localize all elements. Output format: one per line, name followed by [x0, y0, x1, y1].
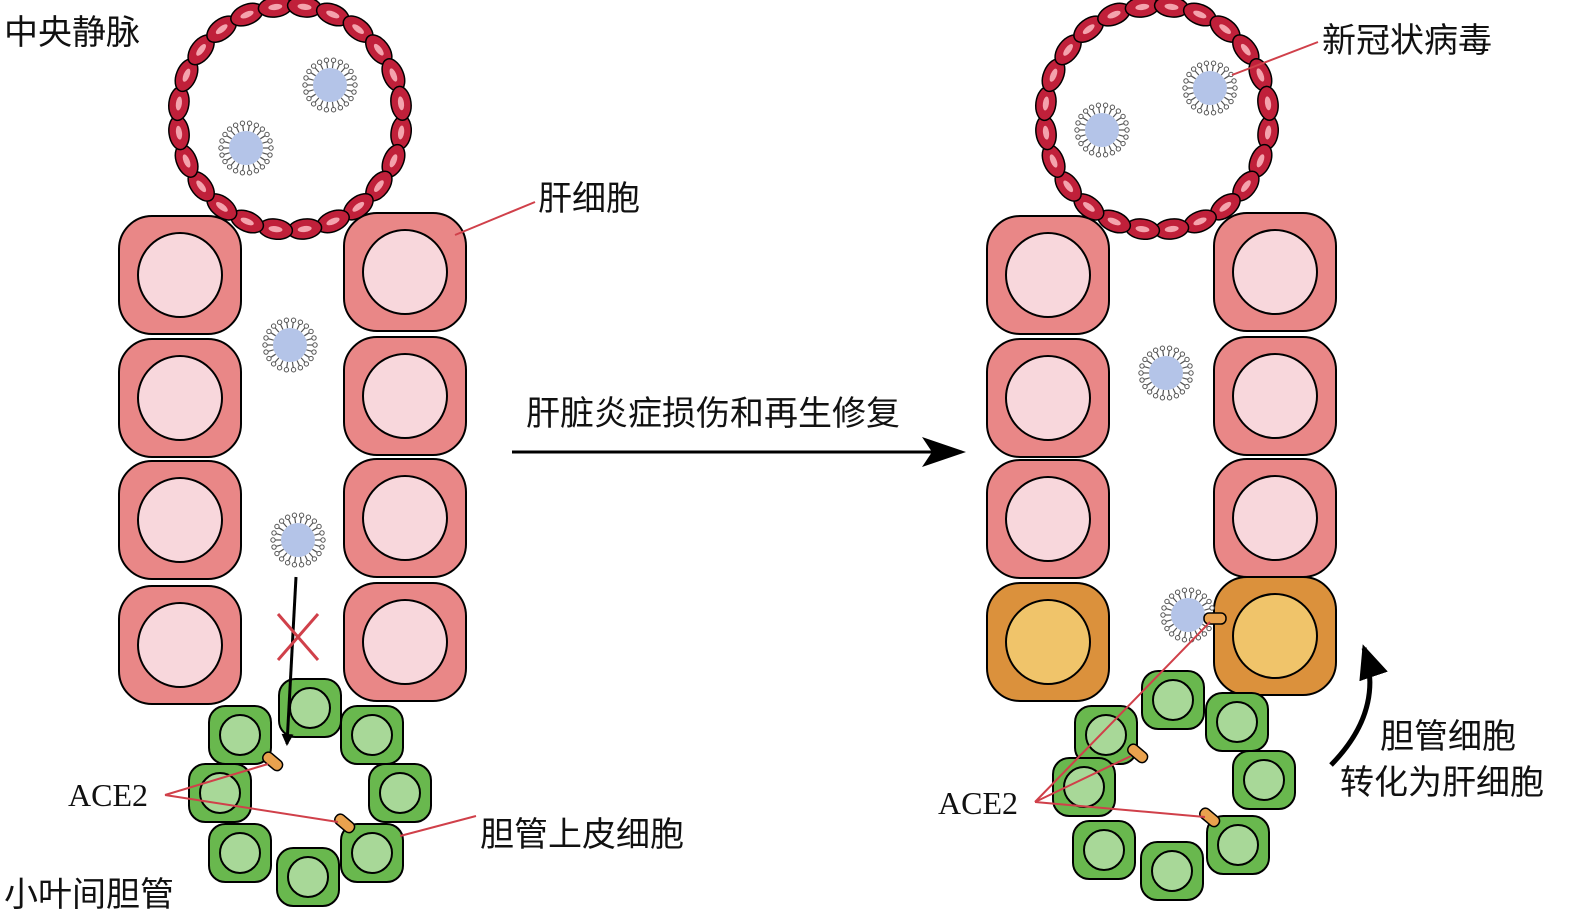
hepatocyte	[343, 336, 467, 456]
process-label: 肝脏炎症损伤和再生修复	[526, 394, 900, 434]
transformed-hepatocyte	[1213, 576, 1337, 696]
cholangiocyte	[340, 705, 404, 765]
red-blood-cell	[187, 34, 215, 66]
bile-duct-label: 小叶间胆管	[4, 875, 174, 915]
red-blood-cell	[381, 143, 406, 178]
cholangiocyte	[1205, 692, 1269, 752]
virus-icon	[302, 57, 358, 113]
cholangiocyte	[368, 763, 432, 823]
hepatocyte	[343, 582, 467, 702]
red-blood-cell	[1209, 15, 1241, 43]
central-vein-left	[167, 0, 413, 241]
cholangiocyte	[276, 847, 340, 907]
hepatocyte	[118, 585, 242, 705]
cholangiocyte	[1074, 705, 1138, 765]
red-blood-cell	[1182, 2, 1217, 27]
bile-duct-left	[188, 678, 432, 907]
central-vein-label: 中央静脉	[4, 13, 140, 53]
red-blood-cell	[257, 0, 293, 18]
virus-label: 新冠状病毒	[1322, 21, 1492, 61]
cholangiocyte	[1140, 841, 1204, 901]
hepatocyte	[1213, 336, 1337, 456]
leader-cholangiocyte	[399, 815, 477, 837]
hepatocyte-column-right	[986, 212, 1337, 702]
red-blood-cell	[1124, 218, 1161, 241]
cholangiocyte	[1072, 820, 1136, 880]
virus-icon	[1074, 102, 1130, 158]
hepatocyte-label: 肝细胞	[538, 179, 640, 219]
hepatocyte	[986, 459, 1110, 579]
hepatocyte	[986, 215, 1110, 335]
hepatocyte	[343, 458, 467, 578]
cholangiocyte	[1052, 757, 1116, 817]
cholangiocyte	[1232, 750, 1296, 810]
red-blood-cell	[1034, 85, 1057, 122]
transformed-hepatocyte	[986, 582, 1110, 702]
leader-ace2-left-b	[164, 794, 339, 823]
red-blood-cell	[1073, 193, 1105, 221]
virus-group	[218, 57, 1238, 643]
red-blood-cell	[1231, 34, 1260, 66]
ace2-receptors	[262, 612, 1227, 834]
cholangiocyte	[208, 823, 272, 883]
leader-ace2-right-a	[1034, 621, 1211, 803]
transdiff-arrow	[1329, 644, 1388, 767]
red-blood-cell	[286, 0, 323, 18]
ace2-receptor-right-1	[1127, 743, 1149, 764]
ace2-receptor-left-1	[262, 751, 284, 772]
hepatocyte-column-left	[118, 212, 467, 705]
hepatocyte	[118, 215, 242, 335]
cholangiocyte	[1141, 670, 1205, 730]
leader-ace2-right-c	[1034, 801, 1206, 818]
hepatocyte	[986, 338, 1110, 458]
red-blood-cell	[1257, 85, 1279, 121]
ace2-label-left: ACE2	[68, 777, 148, 813]
virus-icon	[1138, 345, 1194, 401]
blocked-arrow	[281, 576, 298, 746]
red-blood-cell	[257, 218, 294, 241]
red-blood-cell	[381, 58, 406, 92]
bile-duct-right	[1052, 670, 1296, 901]
red-blood-cell	[365, 170, 393, 202]
leader-ace2-right-b	[1034, 755, 1132, 803]
central-vein-right	[1034, 0, 1280, 241]
hepatocyte	[118, 460, 242, 580]
block-x-b	[276, 613, 320, 661]
cholangiocyte	[208, 705, 272, 765]
ace2-label-right: ACE2	[938, 785, 1018, 821]
leader-lines	[164, 41, 1319, 837]
blocked-entry	[276, 576, 320, 746]
virus-icon	[218, 120, 274, 176]
leader-virus	[1231, 41, 1319, 76]
ace2-receptor-left-2	[334, 813, 356, 834]
red-blood-cell	[1257, 114, 1280, 151]
leader-hepatocyte	[454, 201, 536, 236]
hepatocyte	[1213, 458, 1337, 578]
hepatocyte	[118, 338, 242, 458]
transdiff-label-line2: 转化为肝细胞	[1340, 763, 1544, 803]
cholangiocyte	[278, 678, 342, 738]
virus-icon	[270, 512, 326, 568]
cholangiocyte	[340, 823, 404, 883]
transdiff-label-line1: 胆管细胞	[1380, 717, 1516, 757]
hepatocyte	[343, 212, 467, 332]
virus-icon	[262, 317, 318, 373]
leader-ace2-left-a	[164, 763, 269, 796]
cholangiocyte	[1206, 815, 1270, 875]
ace2-receptor-right-3	[1203, 612, 1227, 625]
red-blood-cell	[230, 2, 264, 27]
virus-icon	[1182, 60, 1238, 116]
ace2-receptor-right-2	[1199, 807, 1221, 828]
hepatocyte	[1213, 212, 1337, 332]
red-blood-cell	[390, 85, 412, 121]
cholangiocyte-label: 胆管上皮细胞	[480, 815, 684, 855]
red-blood-cell	[1054, 170, 1083, 202]
